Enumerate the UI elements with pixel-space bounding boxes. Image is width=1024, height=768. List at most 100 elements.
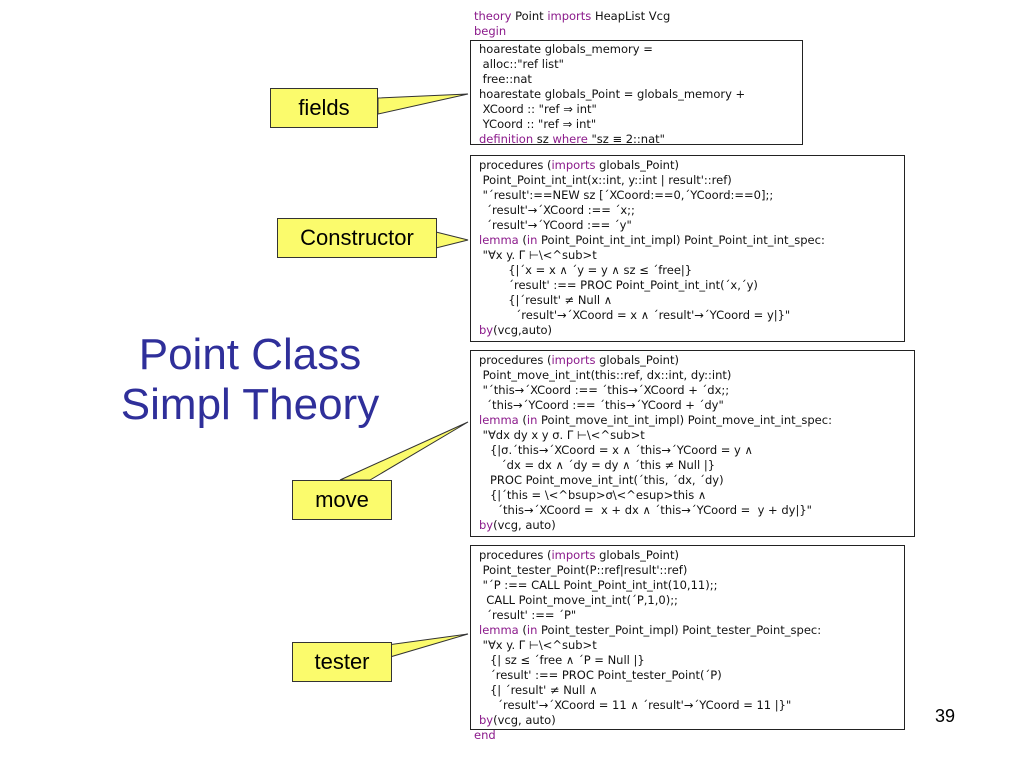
code-text: {|´this = \<^bsup>σ\<^esup>this ∧ [479,488,707,502]
code-text: "∀dx dy x y σ. Γ ⊢\<^sub>t [479,428,645,442]
code-line: free::nat [479,72,802,87]
code-line: Point_tester_Point(P::ref|result'::ref) [479,563,904,578]
code-line: by(vcg,auto) [479,323,904,338]
code-line: ´this→´YCoord :== ´this→´YCoord + ´dy" [479,398,914,413]
code-text: ´dx = dx ∧ ´dy = dy ∧ ´this ≠ Null |} [479,458,716,472]
code-keyword: in [526,413,538,427]
code-line: lemma (in Point_tester_Point_impl) Point… [479,623,904,638]
code-keyword: in [526,233,538,247]
code-text: ´result'→´XCoord = 11 ∧ ´result'→´YCoord… [479,698,792,712]
code-text: globals_Point) [595,548,679,562]
code-line: lemma (in Point_Point_int_int_impl) Poin… [479,233,904,248]
code-line: by(vcg, auto) [479,518,914,533]
code-text: ´result' :== ´P" [479,608,577,622]
slide-title-line1: Point Class [138,330,362,379]
code-text: procedures ( [479,353,552,367]
code-line: {|´this = \<^bsup>σ\<^esup>this ∧ [479,488,914,503]
code-text: globals_Point) [595,158,679,172]
code-line: "∀x y. Γ ⊢\<^sub>t [479,638,904,653]
code-text: {| sz ≤ ´free ∧ ´P = Null |} [479,653,645,667]
code-line: ´this→´XCoord = x + dx ∧ ´this→´YCoord =… [479,503,914,518]
code-line: hoarestate globals_Point = globals_memor… [479,87,802,102]
code-text: ( [518,623,527,637]
code-text: procedures ( [479,158,552,172]
code-text: ´result' :== PROC Point_tester_Point(´P) [479,668,722,682]
code-text: (vcg, auto) [493,713,556,727]
code-keyword: definition [479,132,534,146]
code-line: ´result' :== ´P" [479,608,904,623]
code-text: ´result' :== PROC Point_Point_int_int(´x… [479,278,758,292]
code-keyword: in [526,623,538,637]
code-line: {|σ.´this→´XCoord = x ∧ ´this→´YCoord = … [479,443,914,458]
code-text: ( [518,413,527,427]
page-number: 39 [935,706,956,726]
callout-constructor-label: Constructor [300,225,414,250]
code-line: ´result' :== PROC Point_tester_Point(´P) [479,668,904,683]
move-code-box: procedures (imports globals_Point) Point… [470,350,915,537]
code-keyword: imports [551,158,596,172]
code-keyword: imports [551,353,596,367]
code-text: "sz ≡ 2::nat" [587,132,665,146]
code-keyword: end [474,728,496,742]
slide-title-line2: Simpl Theory [120,380,380,429]
code-text: ´this→´XCoord = x + dx ∧ ´this→´YCoord =… [479,503,812,517]
code-text: {|´result' ≠ Null ∧ [479,293,613,307]
callout-move: move [292,480,392,520]
code-line: {|´x = x ∧ ´y = y ∧ sz ≤ ´free|} [479,263,904,278]
code-keyword: lemma [479,233,519,247]
code-text: "∀x y. Γ ⊢\<^sub>t [479,638,597,652]
code-text: "´P :== CALL Point_Point_int_int(10,11);… [479,578,718,592]
callout-fields-label: fields [298,95,350,120]
code-text: Point [511,9,548,23]
callout-fields: fields [270,88,378,128]
code-line: end [474,728,496,743]
code-text: PROC Point_move_int_int(´this, ´dx, ´dy) [479,473,724,487]
code-line: ´result'→´YCoord :== ´y" [479,218,904,233]
code-line: procedures (imports globals_Point) [479,353,914,368]
code-text: ´this→´YCoord :== ´this→´YCoord + ´dy" [479,398,724,412]
code-line: theory Point imports HeapList Vcg [474,9,670,24]
code-line: {| sz ≤ ´free ∧ ´P = Null |} [479,653,904,668]
code-line: Point_Point_int_int(x::int, y::int | res… [479,173,904,188]
code-line: procedures (imports globals_Point) [479,548,904,563]
fields-code-box: hoarestate globals_memory = alloc::"ref … [470,40,803,146]
code-line: ´dx = dx ∧ ´dy = dy ∧ ´this ≠ Null |} [479,458,914,473]
code-line: ´result' :== PROC Point_Point_int_int(´x… [479,278,904,293]
code-line: "´P :== CALL Point_Point_int_int(10,11);… [479,578,904,593]
code-text: {|σ.´this→´XCoord = x ∧ ´this→´YCoord = … [479,443,753,457]
constructor-code-box: procedures (imports globals_Point) Point… [470,155,905,342]
code-text: globals_Point) [595,353,679,367]
code-text: "∀x y. Γ ⊢\<^sub>t [479,248,597,262]
code-line: procedures (imports globals_Point) [479,158,904,173]
code-text: "´this→´XCoord :== ´this→´XCoord + ´dx;; [479,383,730,397]
callout-pointer-constructor [435,231,469,249]
code-keyword: imports [547,9,592,23]
code-line: alloc::"ref list" [479,57,802,72]
code-line: by(vcg, auto) [479,713,904,728]
code-text: XCoord :: "ref ⇒ int" [479,102,597,116]
code-line: lemma (in Point_move_int_int_impl) Point… [479,413,914,428]
code-text: ( [518,233,527,247]
code-text: (vcg,auto) [493,323,553,337]
code-text: free::nat [479,72,532,86]
callout-tester-label: tester [314,649,370,674]
code-text: Point_move_int_int_impl) Point_move_int_… [537,413,832,427]
code-keyword: begin [474,24,507,38]
code-text: Point_Point_int_int_impl) Point_Point_in… [537,233,825,247]
callout-move-label: move [315,487,369,512]
slide-title: Point Class Simpl Theory [60,330,440,430]
code-keyword: by [479,323,494,337]
callout-pointer-fields [377,93,469,115]
code-text: Point_tester_Point_impl) Point_tester_Po… [537,623,822,637]
code-line: "∀dx dy x y σ. Γ ⊢\<^sub>t [479,428,914,443]
code-keyword: where [552,132,588,146]
tester-code-box: procedures (imports globals_Point) Point… [470,545,905,730]
code-text: HeapList Vcg [591,9,671,23]
code-line: ´result'→´XCoord = x ∧ ´result'→´YCoord … [479,308,904,323]
code-keyword: by [479,518,494,532]
code-keyword: imports [551,548,596,562]
code-line: "∀x y. Γ ⊢\<^sub>t [479,248,904,263]
code-line: Point_move_int_int(this::ref, dx::int, d… [479,368,914,383]
callout-pointer-tester [379,633,469,661]
code-text: {|´x = x ∧ ´y = y ∧ sz ≤ ´free|} [479,263,693,277]
